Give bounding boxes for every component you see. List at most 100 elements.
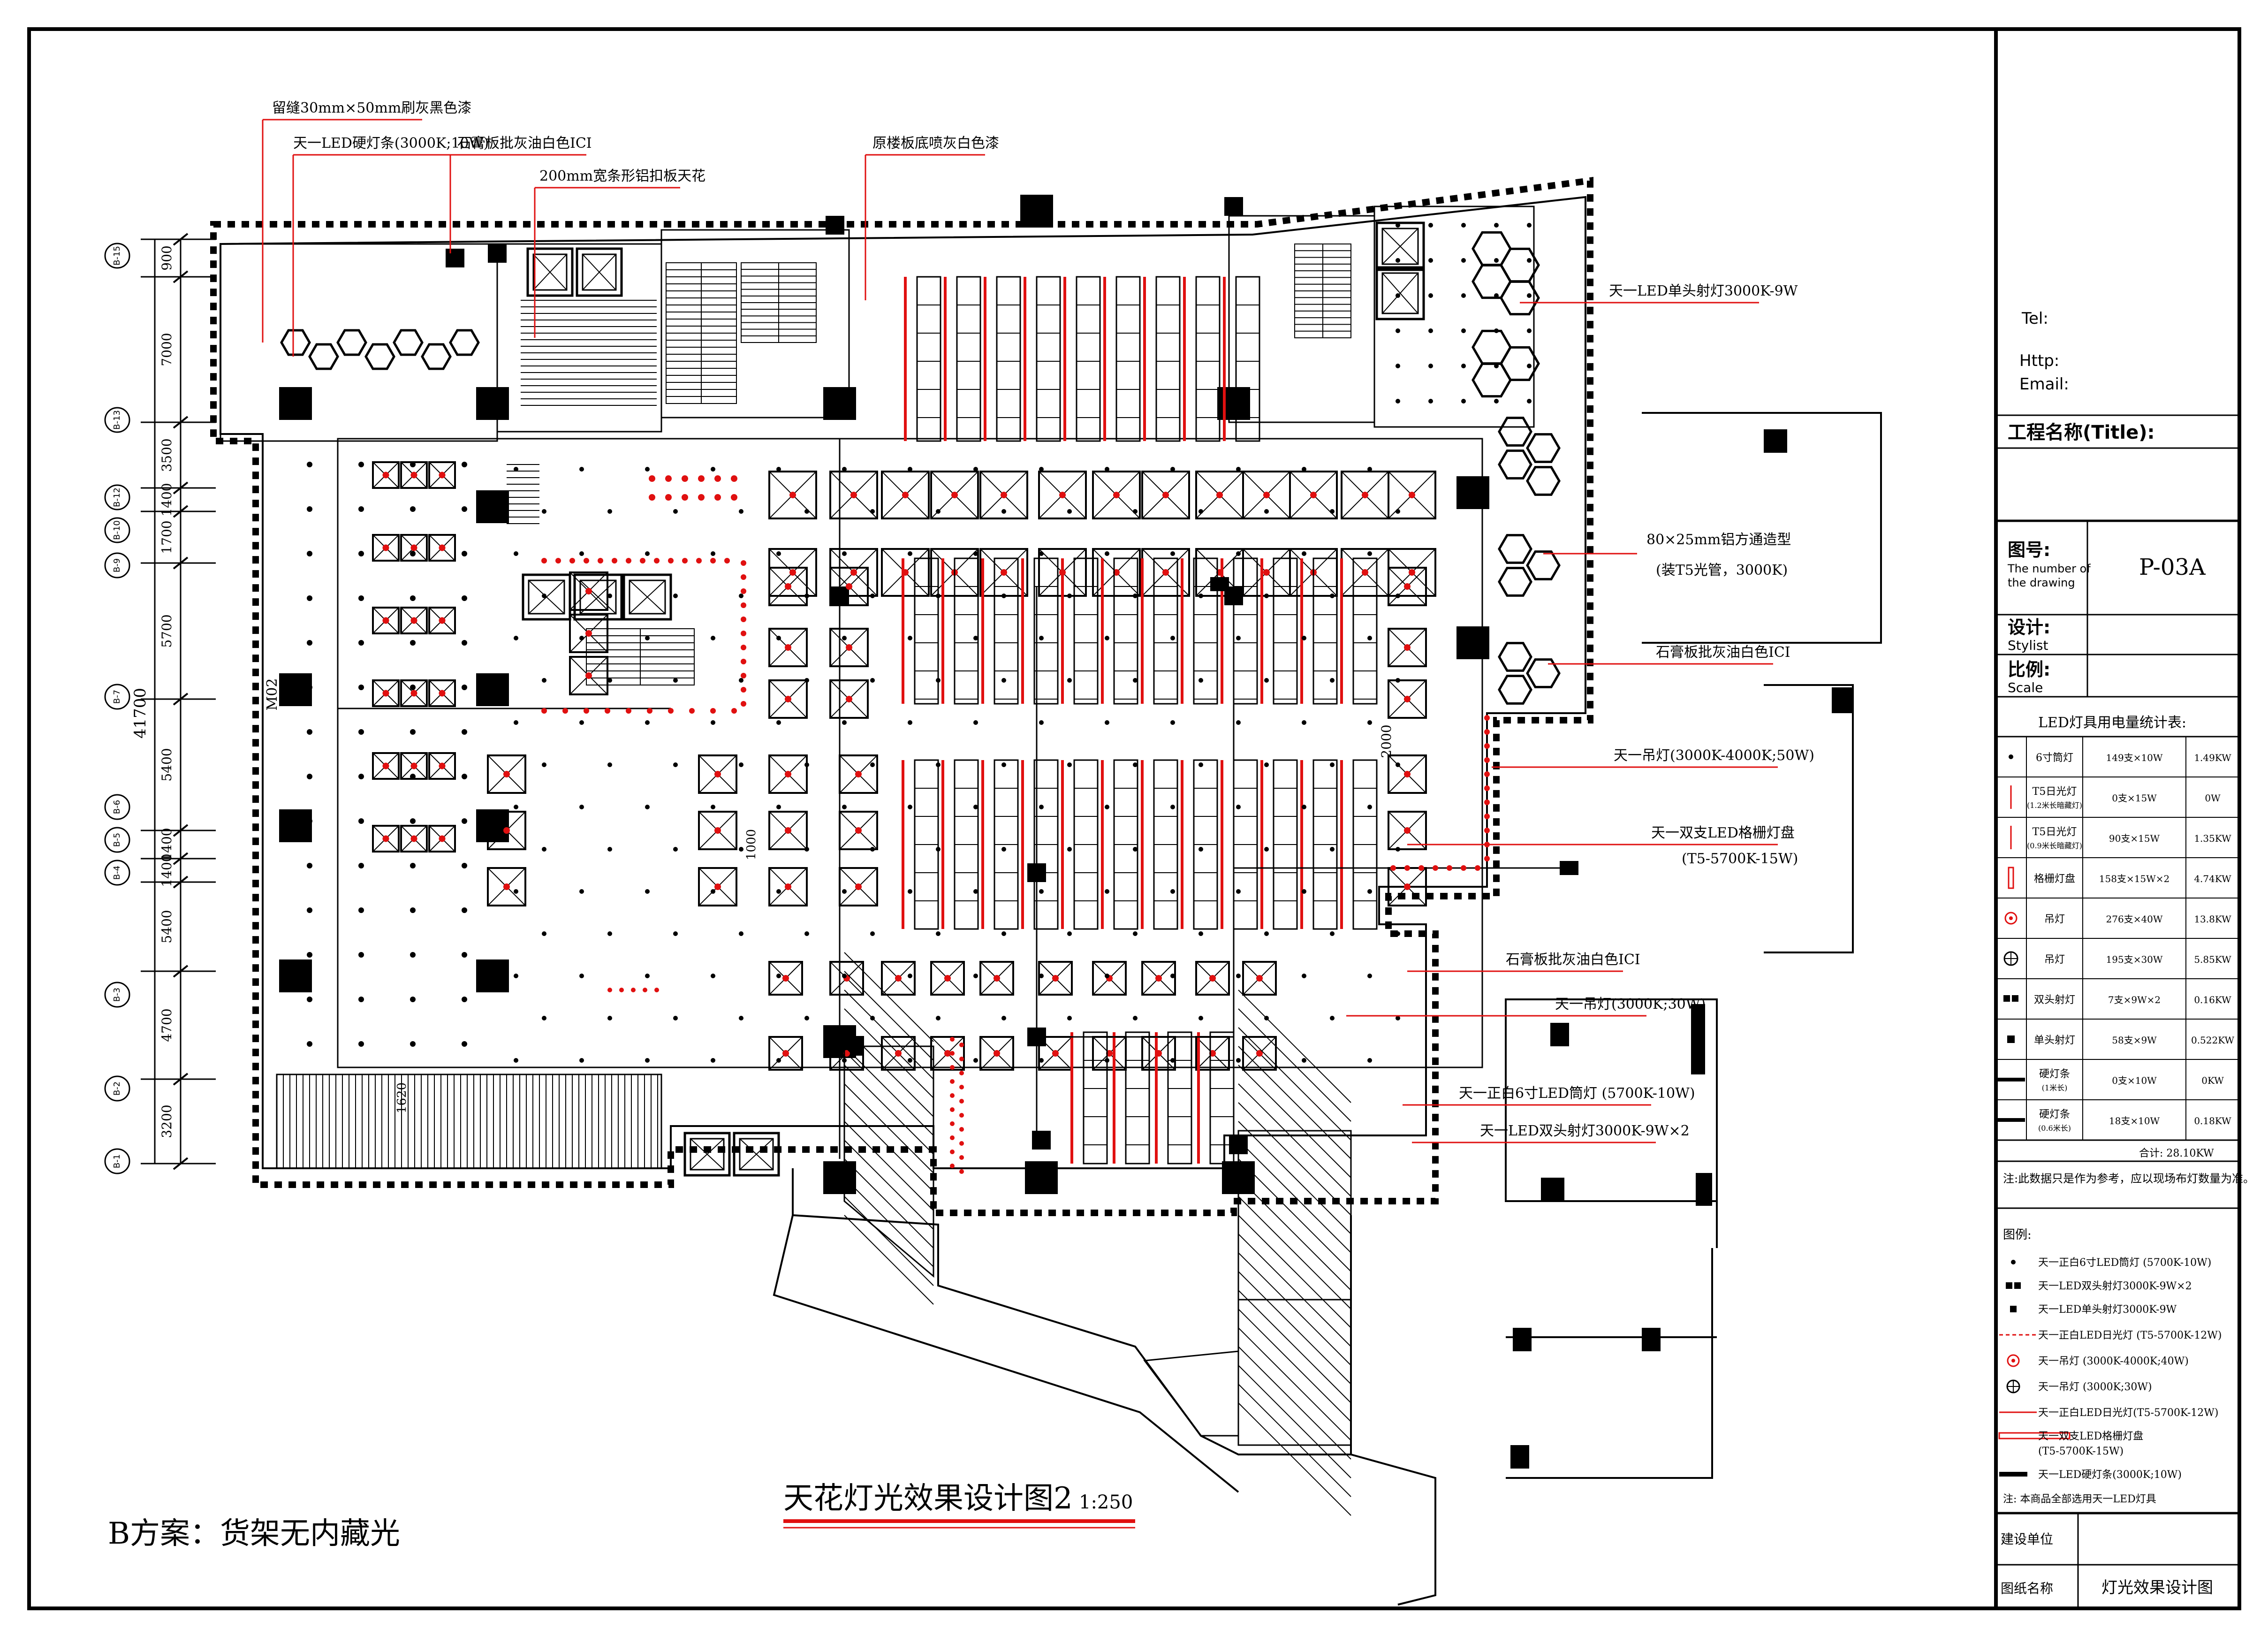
grille-lamp xyxy=(1155,975,1162,982)
drawing-number: P-03A xyxy=(2139,554,2206,580)
pendant-dot xyxy=(959,1141,964,1146)
downlight xyxy=(514,805,518,809)
legend-note: 注: 本商品全部选用天一LED灯具 xyxy=(2003,1493,2156,1505)
grille xyxy=(372,679,400,707)
downlight xyxy=(358,462,364,467)
grille xyxy=(428,461,456,489)
grille xyxy=(372,534,400,562)
shelf xyxy=(1033,557,1059,705)
pendant-dot xyxy=(598,558,603,563)
downlight xyxy=(645,720,650,725)
grille-lamp xyxy=(1404,771,1411,777)
grille xyxy=(487,754,526,794)
sheet-name-label: 图纸名称 xyxy=(2001,1581,2053,1596)
inner-dim-3: 1620 xyxy=(395,1082,409,1113)
downlight xyxy=(1527,364,1532,368)
grille xyxy=(768,961,803,996)
pendant-dot xyxy=(682,494,688,501)
hexagon xyxy=(1498,534,1532,564)
hatch-line xyxy=(844,1065,934,1155)
downlight xyxy=(936,678,941,683)
downlight xyxy=(1330,594,1335,598)
downlight xyxy=(645,636,650,640)
hatch-line xyxy=(1238,1102,1351,1216)
downlight xyxy=(673,847,678,852)
downlight xyxy=(776,467,781,472)
strip-icon xyxy=(1999,1472,2027,1477)
stats-qty: 0支×15W xyxy=(2112,792,2157,804)
downlight xyxy=(462,640,467,646)
grille-lamp xyxy=(1404,644,1411,651)
downlight xyxy=(514,889,518,894)
downlight xyxy=(1396,931,1400,936)
downlight xyxy=(358,506,364,512)
downlight xyxy=(936,847,941,852)
grille-lamp xyxy=(785,827,791,834)
downlight xyxy=(1494,364,1499,368)
downlight xyxy=(1302,551,1306,556)
grille-lamp xyxy=(944,975,951,982)
axis-bubble xyxy=(104,860,130,886)
downlight xyxy=(908,1058,912,1063)
downlight xyxy=(307,595,312,601)
downlight xyxy=(1396,678,1400,683)
downlight xyxy=(410,997,416,1002)
building-outline-dashed xyxy=(210,177,1593,1216)
post xyxy=(1032,1131,1051,1150)
downlight xyxy=(1198,1016,1203,1020)
pendant-dot xyxy=(2011,1359,2015,1363)
downlight xyxy=(462,1041,467,1047)
grille-lamp xyxy=(944,1050,951,1057)
downlight xyxy=(711,720,715,725)
hatch-line xyxy=(1238,1346,1351,1460)
downlight xyxy=(673,594,678,598)
grille xyxy=(428,825,456,853)
elevator-car xyxy=(582,253,617,291)
grille-lamp xyxy=(785,883,791,890)
grille-lamp xyxy=(410,544,417,551)
pendant-dot xyxy=(1484,729,1490,735)
grille-lamp xyxy=(1362,569,1368,576)
dim-label: 1400 xyxy=(159,483,174,516)
downlight xyxy=(1428,328,1433,333)
downlight xyxy=(1001,1016,1006,1020)
stats-qty: 0支×10W xyxy=(2112,1075,2157,1086)
downlight xyxy=(307,907,312,913)
pendant-dot xyxy=(1475,865,1480,871)
elevators xyxy=(522,221,1425,1177)
grille xyxy=(881,548,930,597)
grille-icon xyxy=(1998,1432,2071,1439)
pendant-dot xyxy=(1461,865,1466,871)
legend-item: 天一正白LED日光灯 (T5-5700K-12W) xyxy=(2038,1330,2222,1341)
post xyxy=(488,244,507,263)
inner-dim-1: 2000 xyxy=(1379,724,1394,758)
email-label: Email: xyxy=(2019,375,2069,394)
downlight xyxy=(973,467,978,472)
downlight xyxy=(908,551,912,556)
pendant-dot xyxy=(668,708,674,714)
axis-label: B-9 xyxy=(112,558,122,572)
downlight xyxy=(1264,931,1269,936)
downlight xyxy=(410,1041,416,1047)
grille-lamp xyxy=(1052,975,1059,982)
grille-lamp xyxy=(1209,975,1216,982)
stats-power: 0.16KW xyxy=(2194,994,2231,1005)
downlight xyxy=(1396,399,1400,404)
grille xyxy=(768,867,808,906)
hexagon xyxy=(308,343,339,370)
downlight xyxy=(1039,889,1044,894)
downlight xyxy=(307,997,312,1002)
axis-label: B-2 xyxy=(112,1081,122,1096)
downlight xyxy=(462,729,467,735)
downlight xyxy=(1428,364,1433,368)
post xyxy=(826,216,844,235)
hatch-line xyxy=(844,1196,934,1286)
downlight xyxy=(1494,223,1499,228)
downlight xyxy=(711,889,715,894)
grille-lamp xyxy=(439,835,446,842)
downlight xyxy=(908,889,912,894)
downlight xyxy=(1330,509,1335,514)
downlight xyxy=(776,805,781,809)
downlight xyxy=(1039,467,1044,472)
downlight xyxy=(514,720,518,725)
